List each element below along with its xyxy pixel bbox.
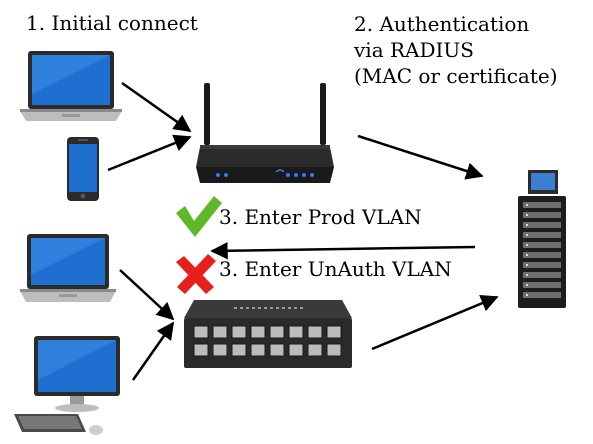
step2-line-2: via RADIUS xyxy=(354,38,474,62)
arrow-server-to-devices xyxy=(210,242,476,260)
step2-label: 2. Authentication via RADIUS (MAC or cer… xyxy=(354,11,558,89)
arrow-desktop-to-switch xyxy=(131,321,175,381)
arrow-switch-to-server xyxy=(371,294,499,351)
laptop-icon xyxy=(20,234,116,302)
laptop-icon xyxy=(20,51,122,121)
step2-line-3: (MAC or certificate) xyxy=(354,64,558,88)
cross-icon xyxy=(176,254,216,294)
step2-line-1: 2. Authentication xyxy=(354,12,530,36)
desktop-computer-icon xyxy=(14,336,120,435)
smartphone-icon xyxy=(67,137,99,201)
network-switch-icon xyxy=(184,300,352,368)
server-rack-icon xyxy=(518,170,566,308)
arrow-laptop2-to-switch xyxy=(119,269,175,321)
step1-label: 1. Initial connect xyxy=(26,11,198,35)
arrow-laptop-to-router xyxy=(121,81,192,133)
arrow-phone-to-router xyxy=(107,134,192,172)
arrow-router-to-server xyxy=(357,134,484,180)
step3-prod-label: 3. Enter Prod VLAN xyxy=(219,205,422,229)
step3-unauth-label: 3. Enter UnAuth VLAN xyxy=(219,257,452,281)
check-icon xyxy=(176,196,222,237)
wireless-router-icon xyxy=(196,83,334,183)
